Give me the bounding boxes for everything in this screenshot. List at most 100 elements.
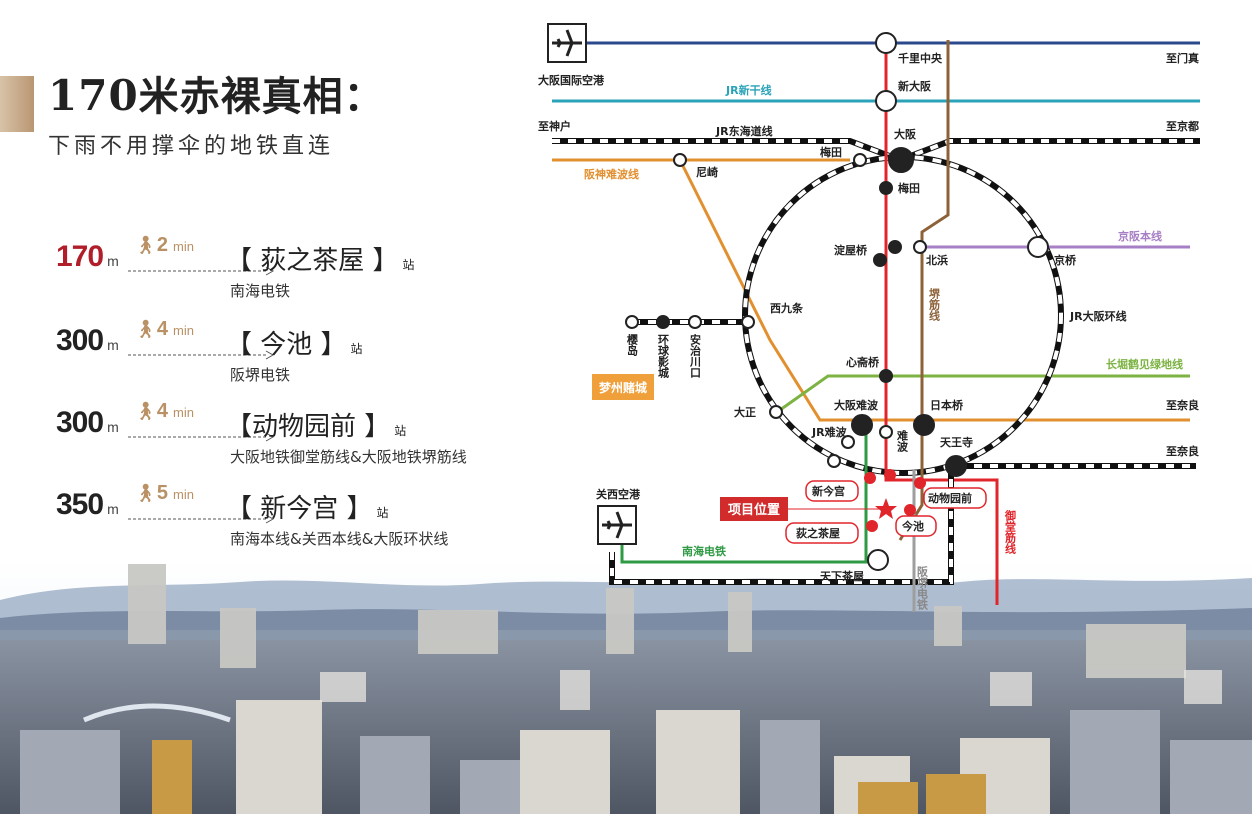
station-suffix: 站: [376, 506, 389, 520]
label-nankai: 南海电铁: [682, 544, 726, 558]
walk-time: 🚶︎2 min: [134, 234, 194, 257]
airplane-icon: [597, 505, 637, 545]
label-hagi-chaya: 荻之茶屋: [796, 526, 840, 540]
station-lines: 南海本线&关西本线&大阪环状线: [230, 530, 449, 548]
label-jr-loop: JR大阪环线: [1069, 309, 1127, 323]
label-kyobashi: 京桥: [1054, 253, 1077, 267]
label-hankai: 阪堺电铁: [916, 565, 929, 611]
walk-minutes: 4: [156, 318, 168, 340]
label-shinkansen: JR新干线: [725, 83, 772, 97]
label-senri-chuo: 千里中央: [898, 51, 943, 65]
label-tengachaya: 天下茶屋: [820, 569, 864, 583]
dashed-arrow-icon: [128, 514, 275, 524]
airplane-icon: [547, 23, 587, 63]
walk-time: 🚶︎5 min: [134, 482, 194, 505]
hanshin-namba-line: [552, 158, 1190, 422]
label-to-kyoto: 至京都: [1166, 119, 1199, 133]
label-namba: 难波: [896, 429, 910, 453]
station-name: 【 新今宫 】站: [226, 494, 389, 524]
label-yodoyabashi: 淀屋桥: [834, 243, 868, 257]
label-amagasaki: 尼崎: [696, 165, 718, 179]
label-sakurajima: 樱岛: [626, 333, 639, 357]
usj-badge: [592, 374, 654, 400]
label-to-nara-1: 至奈良: [1166, 398, 1199, 412]
label-kitahama: 北浜: [926, 253, 948, 267]
label-imaike: 今池: [901, 519, 924, 533]
label-midosuji: 御堂筋线: [1004, 509, 1018, 555]
station-suffix: 站: [394, 424, 407, 438]
label-taisho: 大正: [734, 405, 756, 419]
dashed-arrow-icon: [128, 432, 275, 442]
walking-person-icon: 🚶︎: [134, 401, 157, 421]
project-badge-label: 项目位置: [728, 502, 780, 518]
label-umeda-jr: 梅田: [820, 145, 842, 159]
station-markers: [625, 32, 1049, 571]
label-to-nara-2: 至奈良: [1166, 444, 1199, 458]
project-star-icon: [875, 498, 897, 519]
walking-person-icon: 🚶︎: [134, 319, 157, 339]
jr-loop-line: [742, 154, 1064, 476]
city-skyline-photo: [0, 560, 1252, 814]
walk-minutes-unit: min: [173, 405, 194, 420]
label-shinsaibashi: 心斋桥: [846, 355, 880, 369]
distance-unit: m: [107, 253, 119, 269]
station-name: 【 荻之茶屋 】站: [226, 246, 415, 276]
walk-minutes-unit: min: [173, 323, 194, 338]
station-suffix: 站: [350, 342, 363, 356]
label-nipponbashi: 日本桥: [930, 398, 964, 412]
headline-title-text: 米赤裸真相：: [138, 73, 385, 120]
headline-subtitle: 下雨不用撑伞的地铁直连: [48, 134, 335, 159]
walking-person-icon: 🚶︎: [134, 483, 157, 503]
station-lines: 阪堺电铁: [230, 366, 291, 384]
label-dobutsuen: 动物园前: [928, 491, 972, 505]
dashed-arrow-icon: [128, 350, 275, 360]
transit-map: 梦州赌城 项目位置 大阪国际空港 关西空港 至门真 至神户 至京都 至奈良 至奈…: [538, 23, 1200, 612]
label-kansai-airport: 关西空港: [596, 487, 641, 501]
label-shin-osaka: 新大阪: [898, 79, 932, 93]
project-badge: [720, 497, 788, 521]
label-to-kadoma: 至门真: [1166, 51, 1199, 65]
station-lines: 大阪地铁御堂筋线&大阪地铁堺筋线: [230, 448, 467, 466]
station-name: 【动物园前 】站: [226, 412, 407, 442]
headline: 170米赤裸真相： 下雨不用撑伞的地铁直连: [48, 64, 385, 160]
distance-unit: m: [107, 337, 119, 353]
headline-accent-bar: [0, 76, 34, 132]
station-name: 【 今池 】站: [226, 330, 363, 360]
nagahori-line: [779, 374, 1190, 412]
label-keihan: 京阪本线: [1118, 229, 1162, 243]
walk-minutes: 2: [156, 234, 168, 256]
label-hanshin-namba: 阪神难波线: [584, 167, 639, 181]
label-sakaisuji: 堺筋线: [928, 287, 942, 322]
kansai-jr-line: [609, 463, 1196, 585]
station-lines: 南海电铁: [230, 282, 291, 300]
label-tennoji: 天王寺: [940, 435, 973, 449]
nankai-line: [620, 425, 868, 564]
sakaisuji-line: [898, 40, 950, 541]
usj-badge-label: 梦州赌城: [599, 380, 647, 395]
station-name-boxes: [785, 480, 987, 544]
walking-person-icon: 🚶︎: [134, 235, 157, 255]
walk-minutes: 4: [156, 400, 168, 422]
label-osaka-namba: 大阪难波: [834, 398, 879, 412]
label-shin-imamiya: 新今宫: [812, 484, 845, 498]
walk-time: 🚶︎4 min: [134, 400, 194, 423]
label-jr-tokaido: JR东海道线: [715, 124, 773, 138]
distance-unit: m: [107, 419, 119, 435]
dashed-arrow-icon: [128, 266, 275, 276]
label-to-kobe: 至神户: [538, 119, 571, 133]
headline-title-number: 170: [48, 71, 139, 120]
station-suffix: 站: [402, 258, 415, 272]
distance-unit: m: [107, 501, 119, 517]
label-itami-airport: 大阪国际空港: [538, 73, 605, 87]
headline-title: 170米赤裸真相：: [48, 64, 385, 122]
label-ajikawaguchi: 安治川口: [689, 333, 703, 379]
label-osaka: 大阪: [894, 127, 917, 141]
walk-minutes-unit: min: [173, 239, 194, 254]
